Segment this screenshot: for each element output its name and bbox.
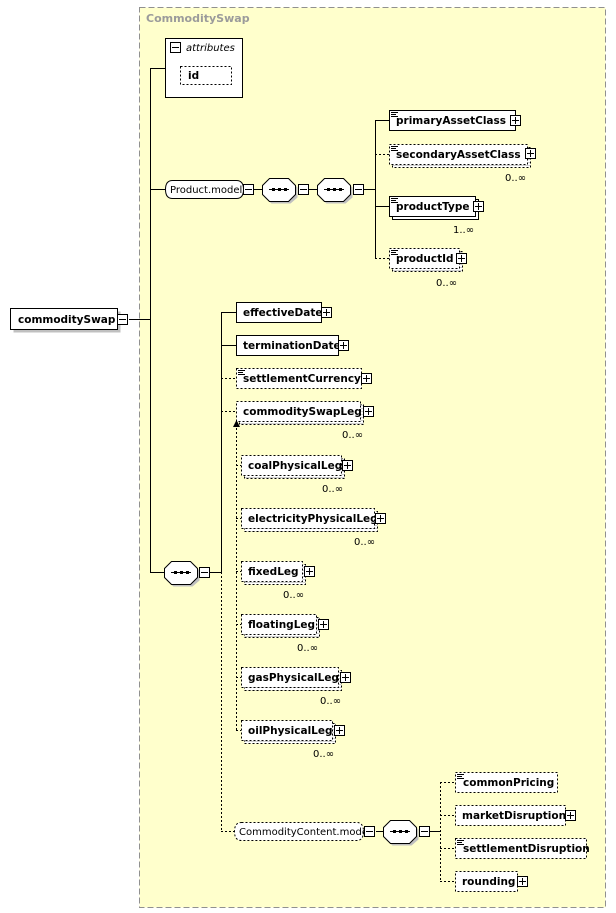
element-oil-physical-leg[interactable]: oilPhysicalLeg 0..∞ bbox=[241, 720, 345, 761]
container-title: CommoditySwap bbox=[146, 12, 250, 25]
svg-text:commoditySwap: commoditySwap bbox=[18, 314, 116, 326]
collapse-icon[interactable] bbox=[243, 184, 254, 195]
sequence-compositor[interactable] bbox=[317, 178, 364, 204]
sequence-compositor[interactable] bbox=[262, 178, 309, 204]
svg-text:attributes: attributes bbox=[186, 43, 235, 54]
svg-text:secondaryAssetClass: secondaryAssetClass bbox=[396, 149, 521, 161]
expand-icon[interactable] bbox=[473, 201, 484, 212]
occurrence-label: 0..∞ bbox=[313, 749, 334, 760]
occurrence-label: 0..∞ bbox=[320, 696, 341, 707]
text-content-icon bbox=[238, 370, 245, 375]
expand-icon[interactable] bbox=[318, 619, 329, 630]
collapse-icon[interactable] bbox=[170, 42, 181, 53]
svg-text:settlementDisruption: settlementDisruption bbox=[463, 843, 590, 855]
element-rounding[interactable]: rounding bbox=[455, 871, 528, 892]
attribute-id: id bbox=[188, 70, 199, 82]
svg-text:terminationDate: terminationDate bbox=[243, 340, 341, 352]
element-commodity-swap-leg[interactable]: commoditySwapLeg 0..∞ bbox=[236, 401, 374, 442]
svg-text:primaryAssetClass: primaryAssetClass bbox=[396, 115, 506, 127]
product-model-group[interactable]: Product.model bbox=[164, 180, 254, 199]
element-gas-physical-leg[interactable]: gasPhysicalLeg 0..∞ bbox=[241, 667, 351, 708]
collapse-icon[interactable] bbox=[117, 314, 128, 325]
text-content-icon bbox=[391, 250, 398, 255]
connectors bbox=[129, 68, 455, 882]
element-electricity-physical-leg[interactable]: electricityPhysicalLeg 0..∞ bbox=[241, 508, 386, 549]
svg-text:coalPhysicalLeg: coalPhysicalLeg bbox=[248, 460, 342, 472]
element-effective-date[interactable]: effectiveDate bbox=[236, 302, 332, 323]
collapse-icon[interactable] bbox=[353, 184, 364, 195]
svg-text:commoditySwapLeg: commoditySwapLeg bbox=[243, 406, 362, 418]
text-content-icon bbox=[391, 198, 398, 203]
element-market-disruption[interactable]: marketDisruption bbox=[455, 805, 576, 826]
svg-text:productType: productType bbox=[396, 201, 470, 213]
occurrence-label: 0..∞ bbox=[354, 537, 375, 548]
svg-text:oilPhysicalLeg: oilPhysicalLeg bbox=[248, 725, 333, 737]
collapse-icon[interactable] bbox=[298, 184, 309, 195]
content-model-group[interactable]: CommodityContent.model bbox=[233, 822, 375, 841]
element-fixed-leg[interactable]: fixedLeg 0..∞ bbox=[241, 561, 315, 602]
expand-icon[interactable] bbox=[321, 307, 332, 318]
svg-text:gasPhysicalLeg: gasPhysicalLeg bbox=[248, 672, 339, 684]
expand-icon[interactable] bbox=[456, 253, 467, 264]
expand-icon[interactable] bbox=[510, 115, 521, 126]
collapse-icon[interactable] bbox=[199, 567, 210, 578]
svg-text:Product.model: Product.model bbox=[170, 185, 242, 196]
expand-icon[interactable] bbox=[342, 460, 353, 471]
element-settlement-disruption[interactable]: settlementDisruption bbox=[455, 838, 590, 859]
expand-icon[interactable] bbox=[517, 876, 528, 887]
svg-text:commonPricing: commonPricing bbox=[463, 777, 554, 789]
occurrence-label: 0..∞ bbox=[436, 278, 457, 289]
svg-text:rounding: rounding bbox=[462, 876, 515, 888]
expand-icon[interactable] bbox=[338, 340, 349, 351]
element-floating-leg[interactable]: floatingLeg 0..∞ bbox=[241, 614, 329, 655]
svg-text:productId: productId bbox=[396, 253, 454, 265]
occurrence-label: 0..∞ bbox=[283, 590, 304, 601]
collapse-icon[interactable] bbox=[419, 826, 430, 837]
element-termination-date[interactable]: terminationDate bbox=[236, 335, 349, 356]
expand-icon[interactable] bbox=[304, 566, 315, 577]
collapse-icon[interactable] bbox=[364, 826, 375, 837]
text-content-icon bbox=[457, 774, 464, 779]
svg-text:marketDisruption: marketDisruption bbox=[462, 810, 566, 822]
occurrence-label: 0..∞ bbox=[322, 484, 343, 495]
expand-icon[interactable] bbox=[375, 513, 386, 524]
text-content-icon bbox=[391, 146, 398, 151]
root-element[interactable]: commoditySwap bbox=[10, 308, 128, 333]
text-content-icon bbox=[391, 112, 398, 117]
attributes-group: attributes id bbox=[165, 38, 243, 98]
element-coal-physical-leg[interactable]: coalPhysicalLeg 0..∞ bbox=[241, 455, 353, 496]
expand-icon[interactable] bbox=[363, 406, 374, 417]
occurrence-label: 0..∞ bbox=[342, 430, 363, 441]
element-common-pricing[interactable]: commonPricing bbox=[455, 772, 558, 793]
expand-icon[interactable] bbox=[340, 672, 351, 683]
element-primary-asset-class[interactable]: primaryAssetClass bbox=[389, 110, 521, 131]
occurrence-label: 0..∞ bbox=[505, 173, 526, 184]
svg-text:CommodityContent.model: CommodityContent.model bbox=[239, 827, 371, 838]
svg-text:settlementCurrency: settlementCurrency bbox=[243, 373, 361, 385]
svg-text:fixedLeg: fixedLeg bbox=[248, 566, 299, 578]
element-product-id[interactable]: productId 0..∞ bbox=[389, 248, 467, 290]
occurrence-label: 0..∞ bbox=[297, 643, 318, 654]
expand-icon[interactable] bbox=[361, 373, 372, 384]
expand-icon[interactable] bbox=[334, 725, 345, 736]
element-secondary-asset-class[interactable]: secondaryAssetClass 0..∞ bbox=[389, 144, 536, 185]
svg-text:electricityPhysicalLeg: electricityPhysicalLeg bbox=[248, 513, 378, 525]
occurrence-label: 1..∞ bbox=[453, 225, 474, 236]
svg-text:floatingLeg: floatingLeg bbox=[248, 619, 315, 631]
element-product-type[interactable]: productType 1..∞ bbox=[389, 196, 484, 237]
text-content-icon bbox=[457, 840, 464, 845]
expand-icon[interactable] bbox=[525, 148, 536, 159]
element-settlement-currency[interactable]: settlementCurrency bbox=[236, 368, 372, 389]
sequence-compositor[interactable] bbox=[383, 820, 430, 846]
expand-icon[interactable] bbox=[565, 810, 576, 821]
sequence-compositor[interactable] bbox=[164, 561, 210, 587]
svg-text:effectiveDate: effectiveDate bbox=[243, 307, 323, 319]
